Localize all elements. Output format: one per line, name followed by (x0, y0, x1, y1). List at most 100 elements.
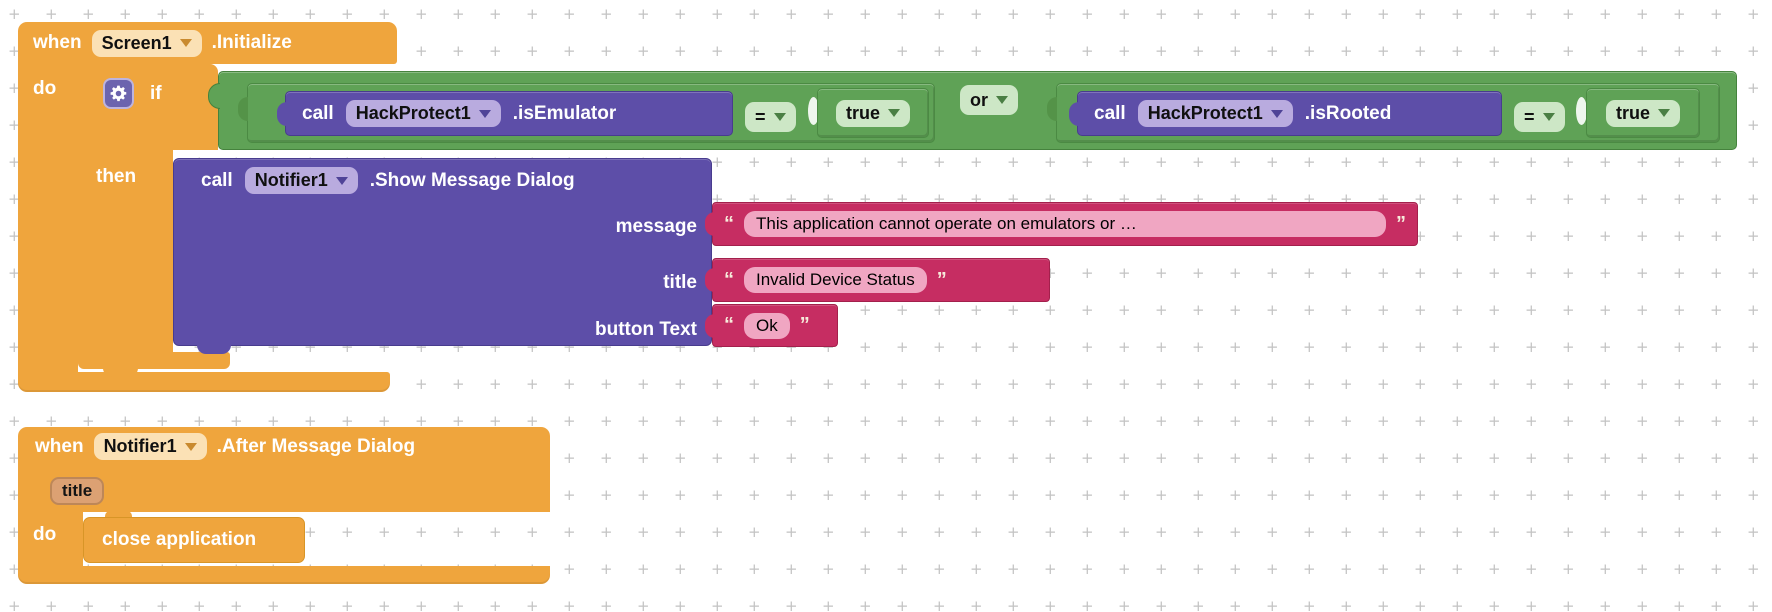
grid-plus-mark: + (1044, 153, 1057, 171)
true-value: true (845, 102, 880, 123)
grid-plus-mark: + (1118, 301, 1131, 319)
grid-plus-mark: + (452, 42, 465, 60)
button-text-string-value[interactable]: Ok (744, 312, 790, 339)
close-application-label: close application (102, 529, 257, 550)
grid-plus-mark: + (1007, 412, 1020, 430)
or-op-dropdown[interactable]: or (960, 85, 1018, 115)
grid-plus-mark: + (526, 5, 539, 23)
grid-plus-mark: + (1488, 264, 1501, 282)
grid-plus-mark: + (1747, 5, 1760, 23)
grid-plus-mark: + (1414, 523, 1427, 541)
equals-op-dropdown-right[interactable]: = (1514, 102, 1565, 132)
mutator-gear-icon[interactable] (103, 78, 134, 109)
screen1-dropdown[interactable]: Screen1 (91, 29, 202, 57)
call-show-message-dialog-block[interactable]: call Notifier1 .Show Message Dialog mess… (173, 158, 712, 346)
grid-plus-mark: + (748, 412, 761, 430)
grid-plus-mark: + (785, 5, 798, 23)
true-dropdown-right[interactable]: true (1605, 99, 1680, 127)
grid-plus-mark: + (1488, 523, 1501, 541)
grid-plus-mark: + (1155, 42, 1168, 60)
grid-plus-mark: + (822, 449, 835, 467)
grid-plus-mark: + (1340, 449, 1353, 467)
grid-plus-mark: + (1266, 264, 1279, 282)
hackprotect1-dropdown[interactable]: HackProtect1 (345, 100, 501, 127)
grid-plus-mark: + (674, 560, 687, 578)
grid-plus-mark: + (933, 338, 946, 356)
grid-plus-mark: + (637, 597, 650, 612)
call-isemulator-block[interactable]: call HackProtect1 .isEmulator (277, 91, 733, 136)
if-block-left-column[interactable] (78, 150, 173, 352)
grid-plus-mark: + (1488, 449, 1501, 467)
notifier1-dropdown[interactable]: Notifier1 (244, 167, 358, 194)
grid-plus-mark: + (637, 523, 650, 541)
when-block2-bottom-bar[interactable] (18, 566, 550, 584)
message-string-block[interactable]: “ This application cannot operate on emu… (705, 202, 1418, 246)
grid-plus-mark: + (1747, 338, 1760, 356)
after-message-dialog-event-label: .After Message Dialog (216, 435, 416, 457)
grid-plus-mark: + (933, 153, 946, 171)
grid-plus-mark: + (1562, 301, 1575, 319)
when-label: when (35, 435, 84, 457)
grid-plus-mark: + (859, 153, 872, 171)
if-block-bottom-bar[interactable] (78, 352, 230, 369)
grid-plus-mark: + (415, 597, 428, 612)
grid-plus-mark: + (1303, 560, 1316, 578)
grid-plus-mark: + (1266, 153, 1279, 171)
grid-plus-mark: + (933, 560, 946, 578)
grid-plus-mark: + (526, 523, 539, 541)
grid-plus-mark: + (1155, 5, 1168, 23)
grid-plus-mark: + (822, 523, 835, 541)
grid-plus-mark: + (1303, 486, 1316, 504)
grid-plus-mark: + (1525, 301, 1538, 319)
call-isrooted-block[interactable]: call HackProtect1 .isRooted (1069, 91, 1502, 136)
close-application-block[interactable]: close application (83, 517, 305, 563)
grid-plus-mark: + (1229, 523, 1242, 541)
grid-plus-mark: + (8, 375, 21, 393)
hackprotect1-dropdown[interactable]: HackProtect1 (1137, 100, 1293, 127)
logic-true-block-left[interactable]: true (817, 88, 929, 138)
when-block2-left-spine[interactable] (18, 512, 83, 566)
grid-plus-mark: + (748, 153, 761, 171)
logic-true-block-right[interactable]: true (1586, 88, 1700, 138)
title-string-value[interactable]: Invalid Device Status (744, 267, 927, 293)
grid-plus-mark: + (82, 412, 95, 430)
notifier1-dropdown[interactable]: Notifier1 (93, 433, 207, 460)
grid-plus-mark: + (1081, 486, 1094, 504)
grid-plus-mark: + (1377, 338, 1390, 356)
button-text-string-block[interactable]: “ Ok ” (705, 304, 838, 347)
grid-plus-mark: + (1266, 375, 1279, 393)
grid-plus-mark: + (82, 597, 95, 612)
grid-plus-mark: + (600, 486, 613, 504)
title-string-block[interactable]: “ Invalid Device Status ” (705, 258, 1050, 302)
message-string-value[interactable]: This application cannot operate on emula… (744, 211, 1386, 237)
grid-plus-mark: + (1007, 375, 1020, 393)
when-block1-bottom-bar[interactable] (18, 372, 390, 392)
grid-plus-mark: + (452, 412, 465, 430)
equals-op-dropdown-left[interactable]: = (745, 102, 796, 132)
title-param-chip[interactable]: title (50, 477, 105, 505)
grid-plus-mark: + (1673, 264, 1686, 282)
grid-plus-mark: + (1044, 486, 1057, 504)
close-quote: ” (1396, 212, 1406, 235)
grid-plus-mark: + (119, 412, 132, 430)
grid-plus-mark: + (1488, 560, 1501, 578)
when-screen1-initialize-header[interactable]: when Screen1 .Initialize (18, 22, 397, 64)
grid-plus-mark: + (1229, 597, 1242, 612)
grid-plus-mark: + (674, 523, 687, 541)
grid-plus-mark: + (785, 412, 798, 430)
grid-plus-mark: + (1710, 560, 1723, 578)
grid-plus-mark: + (1081, 449, 1094, 467)
grid-plus-mark: + (1451, 5, 1464, 23)
when-block1-left-spine[interactable] (18, 64, 78, 372)
if-block-bottom-connector (103, 368, 138, 377)
grid-plus-mark: + (1414, 42, 1427, 60)
grid-plus-mark: + (600, 449, 613, 467)
grid-plus-mark: + (1488, 375, 1501, 393)
grid-plus-mark: + (748, 375, 761, 393)
grid-plus-mark: + (1007, 153, 1020, 171)
if-block-header[interactable] (78, 64, 218, 150)
grid-plus-mark: + (8, 523, 21, 541)
grid-plus-mark: + (8, 153, 21, 171)
true-dropdown-left[interactable]: true (835, 99, 910, 127)
